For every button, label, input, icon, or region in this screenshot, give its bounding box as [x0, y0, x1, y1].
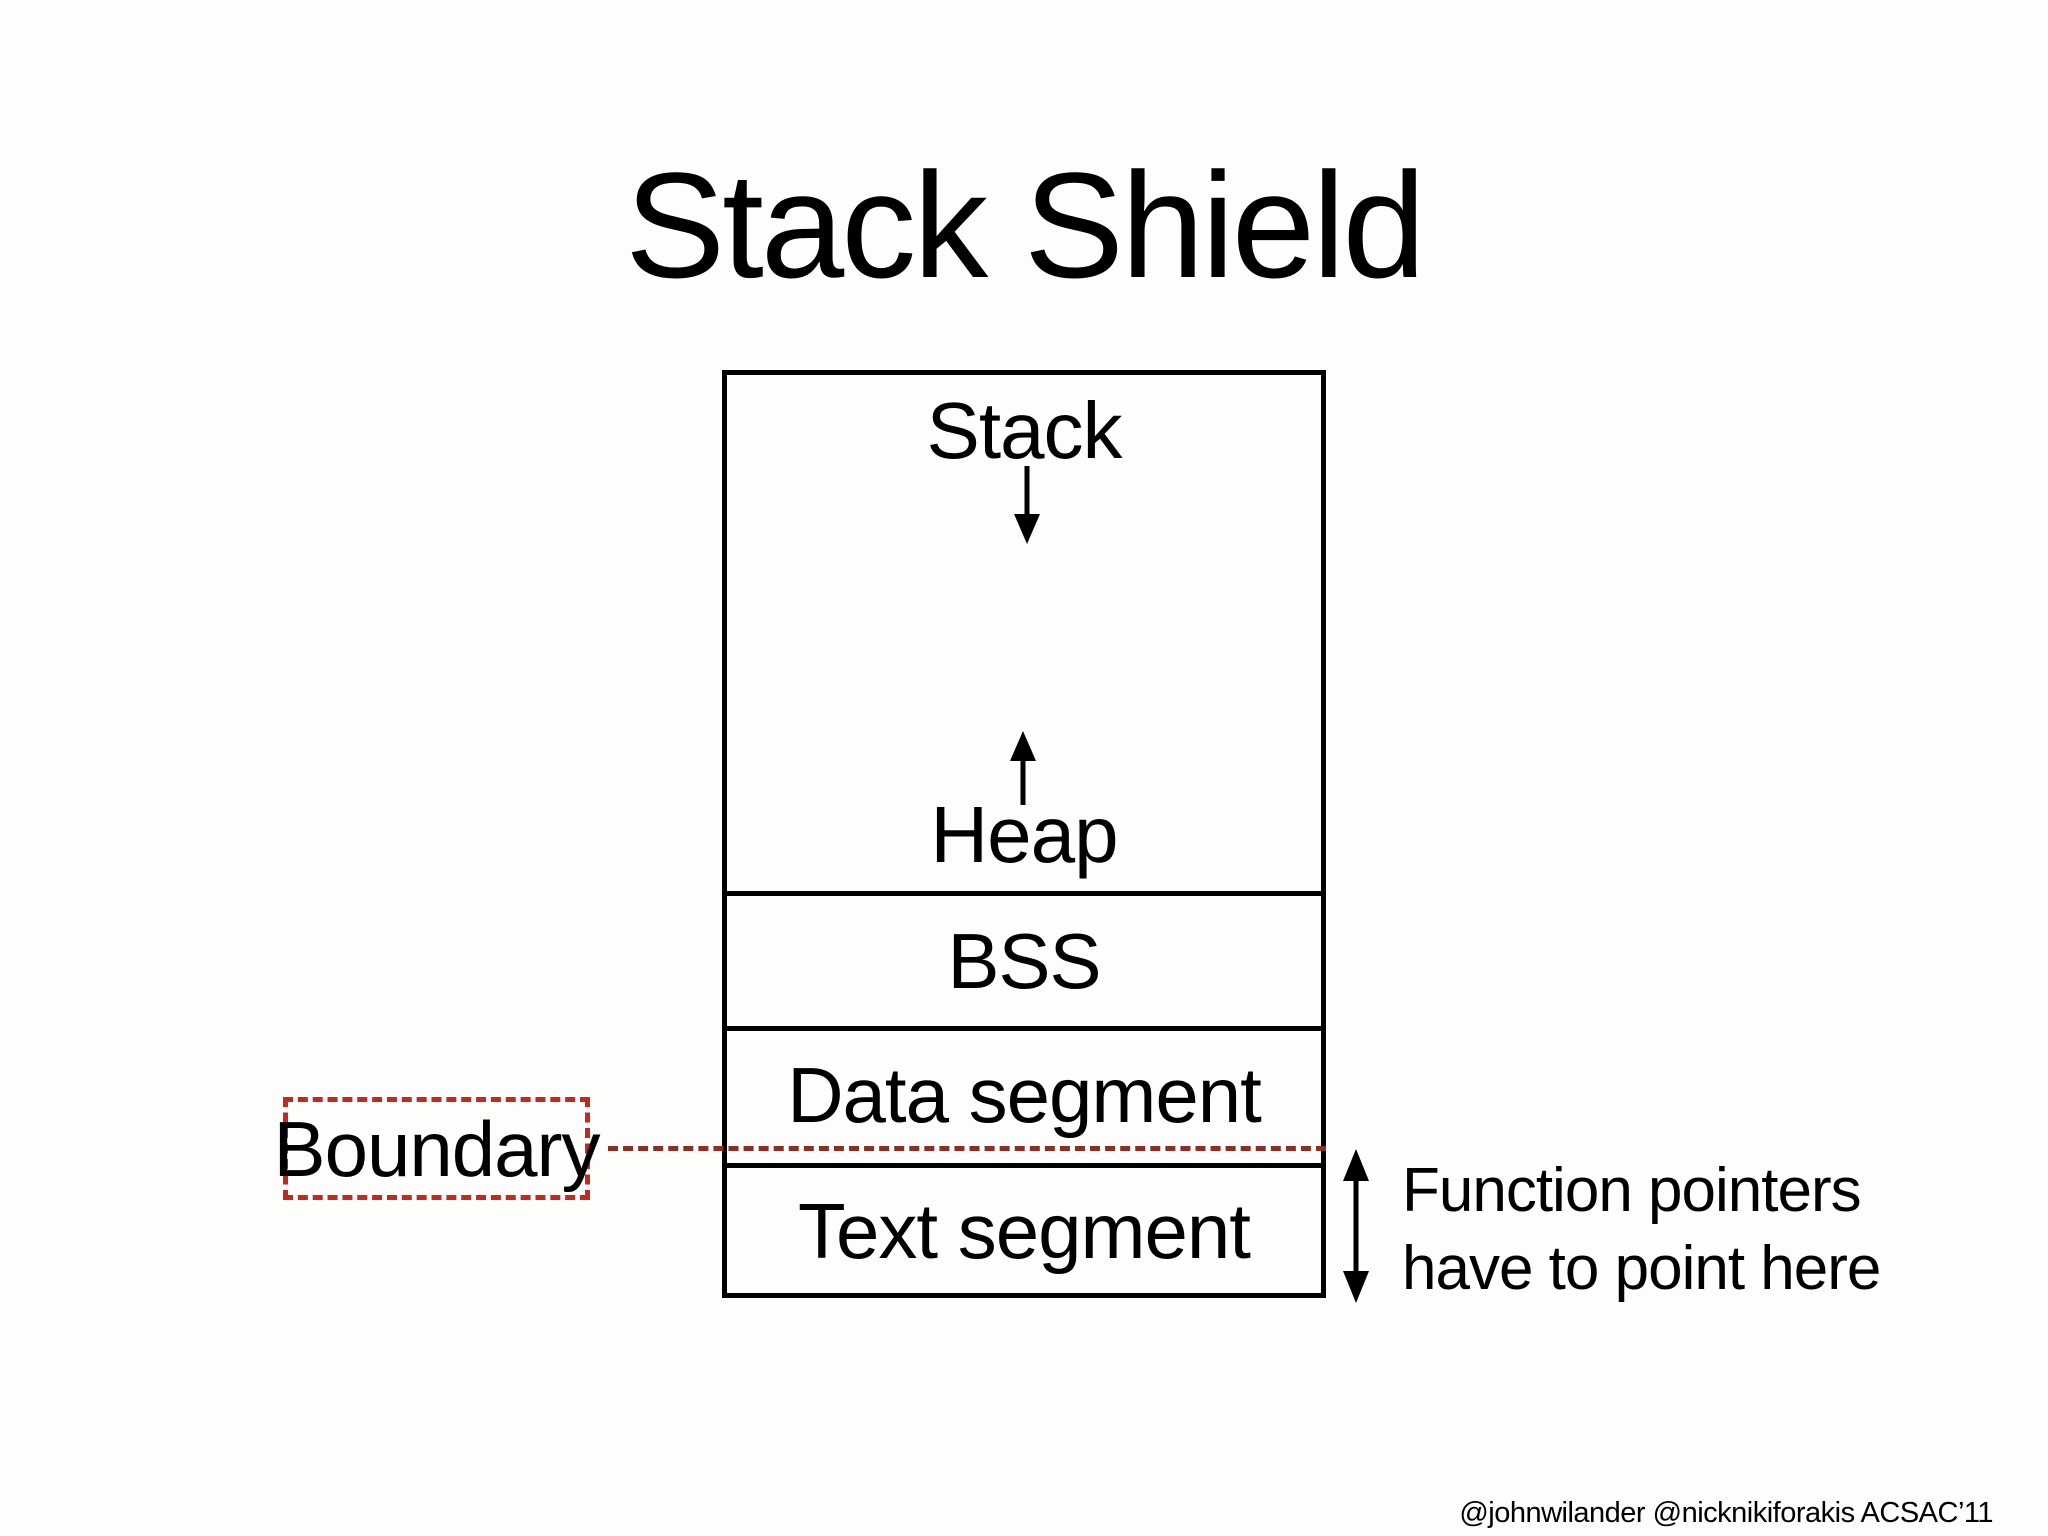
boundary-label: Boundary [273, 1104, 601, 1193]
boundary-callout: Boundary [274, 1097, 600, 1200]
annotation-line-1: Function pointers [1402, 1156, 1862, 1225]
memory-layout-box: Stack Heap BSS Data segment Text segment [722, 370, 1326, 1298]
annotation-line-2: have to point here [1402, 1234, 1881, 1304]
segment-divider-bss-data [727, 1026, 1321, 1031]
stack-growth-down-arrow-icon [1014, 466, 1040, 544]
attribution-text: @johnwilander @nicknikiforakis ACSAC’11 [1459, 1497, 1993, 1529]
stack-label: Stack [926, 386, 1122, 475]
segment-divider-data-text [727, 1163, 1321, 1168]
function-pointers-annotation: Function pointers have to point here [1402, 1152, 1881, 1308]
heap-growth-up-arrow-icon [1010, 731, 1036, 805]
text-segment-label: Text segment [798, 1186, 1251, 1275]
data-segment-label: Data segment [787, 1051, 1262, 1139]
slide-title: Stack Shield [625, 141, 1426, 309]
boundary-dashed-line [608, 1146, 1326, 1151]
heap-label: Heap [930, 790, 1118, 879]
bss-segment-label: BSS [947, 917, 1101, 1005]
segment-divider-heap-bss [727, 891, 1321, 896]
function-pointer-range-double-arrow-icon [1343, 1149, 1369, 1303]
